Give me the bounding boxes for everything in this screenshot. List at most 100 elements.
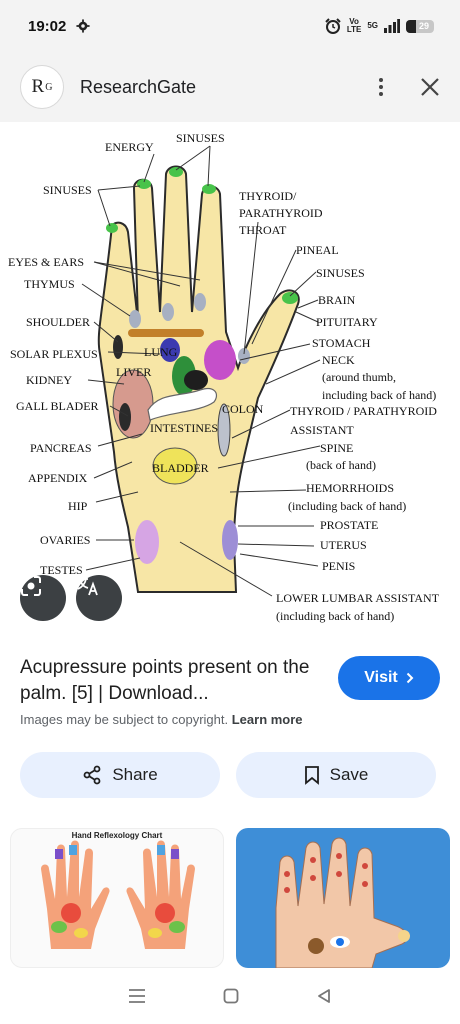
colon-region <box>217 403 231 457</box>
label-uterus: UTERUS <box>320 538 367 552</box>
bladder-region <box>152 447 198 485</box>
volte-indicator: Vo LTE <box>346 17 362 34</box>
status-icons: Vo LTE 5G 29 <box>325 18 434 34</box>
visit-button[interactable]: Visit <box>338 656 440 700</box>
fingertip-1 <box>137 179 151 189</box>
hand-chart: ENERGY SINUSES SINUSES THYROID/ PARATHYR… <box>8 131 440 623</box>
status-time: 19:02 <box>28 17 67 35</box>
label-testes: TESTES <box>40 563 83 577</box>
label-thyroid-parathyroid: THYROID / PARATHYROID <box>290 404 437 418</box>
label-brain: BRAIN <box>318 293 356 307</box>
status-bar: 19:02 Vo LTE 5G 29 <box>0 0 460 52</box>
label-gall-blader: GALL BLADER <box>16 399 99 413</box>
label-sinuses-top: SINUSES <box>176 131 225 145</box>
stomach-region <box>204 340 236 380</box>
battery-icon: 29 <box>406 19 434 33</box>
label-stomach: STOMACH <box>312 336 371 350</box>
label-shoulder: SHOULDER <box>26 315 90 329</box>
chevron-right-icon <box>406 672 414 684</box>
solar-region <box>113 335 123 359</box>
lung-bar <box>128 329 204 337</box>
label-pineal: PINEAL <box>296 243 339 257</box>
lung-region <box>160 338 180 362</box>
result-title[interactable]: Acupressure points present on the palm. … <box>20 657 310 704</box>
label-parathyroid: PARATHYROID <box>239 206 323 220</box>
related-image-1[interactable]: Hand Reflexology Chart <box>10 828 224 968</box>
finger-point-1 <box>129 310 141 328</box>
label-appendix: APPENDIX <box>28 471 88 485</box>
source-site-name[interactable]: ResearchGate <box>80 76 197 97</box>
close-icon[interactable] <box>420 77 440 97</box>
thumb-2-graphic <box>275 837 410 968</box>
label-throat: THROAT <box>239 223 287 237</box>
label-colon: COLON <box>222 402 264 416</box>
copyright-notice: Images may be subject to copyright. Lear… <box>20 712 303 727</box>
settings-gear-icon <box>76 19 90 33</box>
label-solar-plexus: SOLAR PLEXUS <box>10 347 98 361</box>
related-image-2[interactable] <box>236 828 450 968</box>
share-icon <box>83 765 101 785</box>
label-pituitary: PITUITARY <box>316 315 378 329</box>
save-button[interactable]: Save <box>236 752 436 798</box>
alarm-icon <box>325 18 341 34</box>
label-pancreas: PANCREAS <box>30 441 92 455</box>
back-icon[interactable] <box>316 988 332 1004</box>
label-thyroid: THYROID/ <box>239 189 297 203</box>
kidney-region <box>119 403 131 431</box>
fingertip-4 <box>106 223 118 233</box>
home-icon[interactable] <box>223 988 239 1004</box>
more-options-icon[interactable] <box>376 78 386 96</box>
image-preview[interactable]: ENERGY SINUSES SINUSES THYROID/ PARATHYR… <box>0 122 460 640</box>
network-type: 5G <box>367 21 378 30</box>
intestines-region <box>147 388 218 421</box>
label-assistant: ASSISTANT <box>290 423 354 437</box>
label-eyes-ears: EYES & EARS <box>8 255 84 269</box>
thumb-1-graphic <box>41 840 195 949</box>
translate-icon <box>77 577 98 596</box>
label-energy: ENERGY <box>105 140 154 154</box>
label-including-back: including back of hand) <box>322 388 436 402</box>
label-ovaries: OVARIES <box>40 533 90 547</box>
label-penis: PENIS <box>322 559 355 573</box>
lens-icon <box>21 576 41 596</box>
recent-apps-icon[interactable] <box>128 988 146 1004</box>
battery-level: 29 <box>418 21 429 31</box>
system-navigation-bar <box>0 968 460 1024</box>
label-including-back-2: (including back of hand) <box>288 499 406 513</box>
visit-label: Visit <box>364 669 398 686</box>
label-bladder: BLADDER <box>152 461 209 475</box>
label-kidney: KIDNEY <box>26 373 72 387</box>
finger-point-2 <box>162 303 174 321</box>
pointer-lines <box>81 145 321 597</box>
pancreas-region <box>184 370 208 390</box>
save-label: Save <box>329 765 369 784</box>
bookmark-icon <box>304 766 319 785</box>
share-label: Share <box>112 765 158 784</box>
finger-point-3 <box>194 293 206 311</box>
label-liver: LIVER <box>116 365 151 379</box>
lens-search-button[interactable] <box>20 575 66 621</box>
translate-button[interactable] <box>76 575 122 621</box>
label-sinuses-left: SINUSES <box>43 183 92 197</box>
thumb-tip <box>282 292 298 304</box>
learn-more-link[interactable]: Learn more <box>231 712 303 727</box>
fingertip-3 <box>202 184 216 194</box>
label-intestines: INTESTINES <box>150 421 218 435</box>
share-button[interactable]: Share <box>20 752 220 798</box>
label-lung: LUNG <box>144 345 178 359</box>
prostate-region <box>222 520 238 560</box>
label-back-of-hand: (back of hand) <box>306 458 376 472</box>
ovaries-region <box>135 520 159 564</box>
label-thymus: THYMUS <box>24 277 75 291</box>
label-prostate: PROSTATE <box>320 518 378 532</box>
signal-icon <box>384 19 400 33</box>
label-including-back-3: (including back of hand) <box>276 609 394 623</box>
label-neck: NECK <box>322 353 355 367</box>
label-hemorrhoids: HEMORRHOIDS <box>306 481 394 495</box>
label-lower-lumbar: LOWER LUMBAR ASSISTANT <box>276 591 440 605</box>
label-sinuses-right: SINUSES <box>316 266 365 280</box>
header-actions <box>376 77 440 97</box>
label-spine: SPINE <box>320 441 353 455</box>
